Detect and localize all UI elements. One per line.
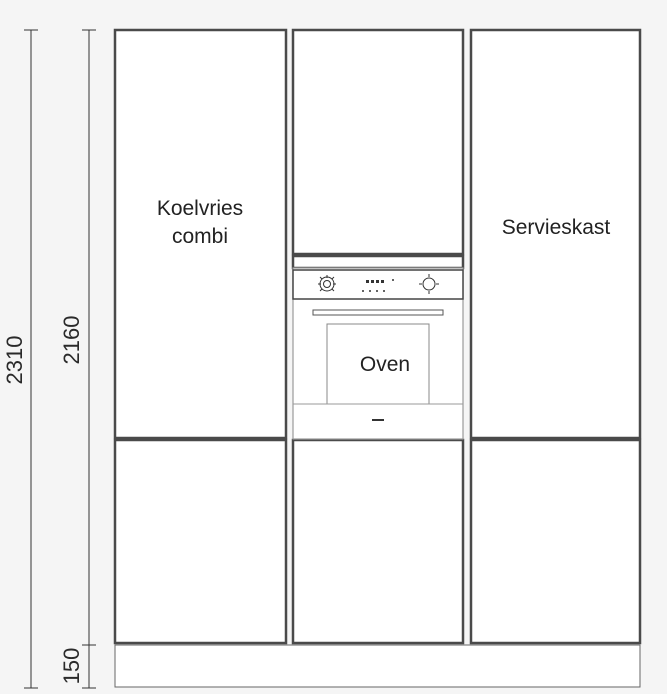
right-lower-door: [469, 438, 642, 645]
oven-label: Oven: [360, 353, 410, 376]
oven-handle: [312, 309, 444, 316]
middle-lower-door: [291, 438, 465, 645]
oven-right-knob-icon: [419, 274, 439, 294]
oven-display-icon: [362, 279, 394, 292]
right-upper-door: [469, 28, 642, 440]
left-cabinet-label-line2: combi: [172, 225, 228, 248]
dimension-cabinet-height-label: 2160: [59, 316, 84, 365]
plinth: [114, 644, 641, 688]
dimension-total-height: [24, 29, 38, 689]
left-cabinet-label-line1: Koelvries: [157, 197, 243, 220]
left-lower-door: [113, 438, 288, 645]
middle-cabinet: [291, 28, 465, 645]
middle-upper-door: [291, 28, 465, 256]
left-upper-door: [113, 28, 288, 440]
oven-top-trim: [291, 254, 465, 270]
right-cabinet-label: Servieskast: [502, 216, 611, 239]
left-cabinet: [113, 28, 288, 645]
dimension-total-height-label: 2310: [2, 336, 27, 385]
oven-left-knob-icon: [318, 275, 336, 292]
oven: [292, 267, 464, 440]
right-cabinet: [469, 28, 642, 645]
oven-window: [326, 323, 430, 405]
dimension-cabinet-height: [82, 29, 96, 689]
dimension-plinth-height-label: 150: [59, 648, 84, 685]
